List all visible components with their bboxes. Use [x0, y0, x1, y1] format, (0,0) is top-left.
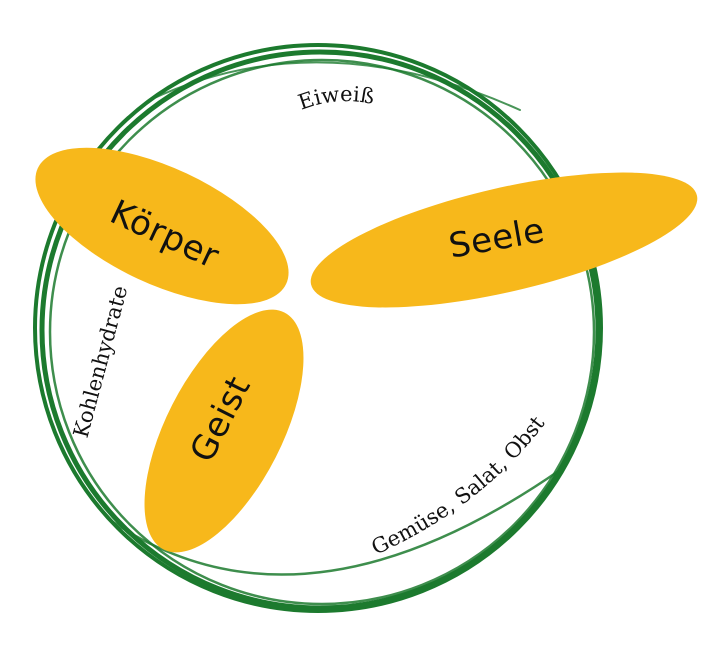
petals: [35, 147, 698, 553]
petal-koerper: [35, 147, 289, 305]
green-ring: [33, 43, 603, 613]
label-gemuese-salat-obst-path: Gemüse, Salat, Obst: [368, 411, 550, 559]
ring-stroke-brush-top: [149, 61, 521, 111]
ring-labels: Eiweiß Kohlenhydrate Gemüse, Salat, Obst: [69, 82, 550, 559]
petal-geist: [144, 309, 304, 553]
label-eiweiss: Eiweiß: [295, 82, 376, 115]
ring-stroke-inner: [48, 58, 596, 606]
label-gemuese-salat-obst: Gemüse, Salat, Obst: [368, 411, 550, 559]
label-eiweiss-path: Eiweiß: [295, 82, 376, 115]
ring-stroke-brush-bottom: [108, 468, 562, 576]
label-kohlenhydrate: Kohlenhydrate: [69, 283, 133, 440]
ring-stroke-main: [39, 49, 601, 611]
petal-seele: [310, 172, 698, 308]
ring-stroke-outer: [33, 43, 603, 613]
